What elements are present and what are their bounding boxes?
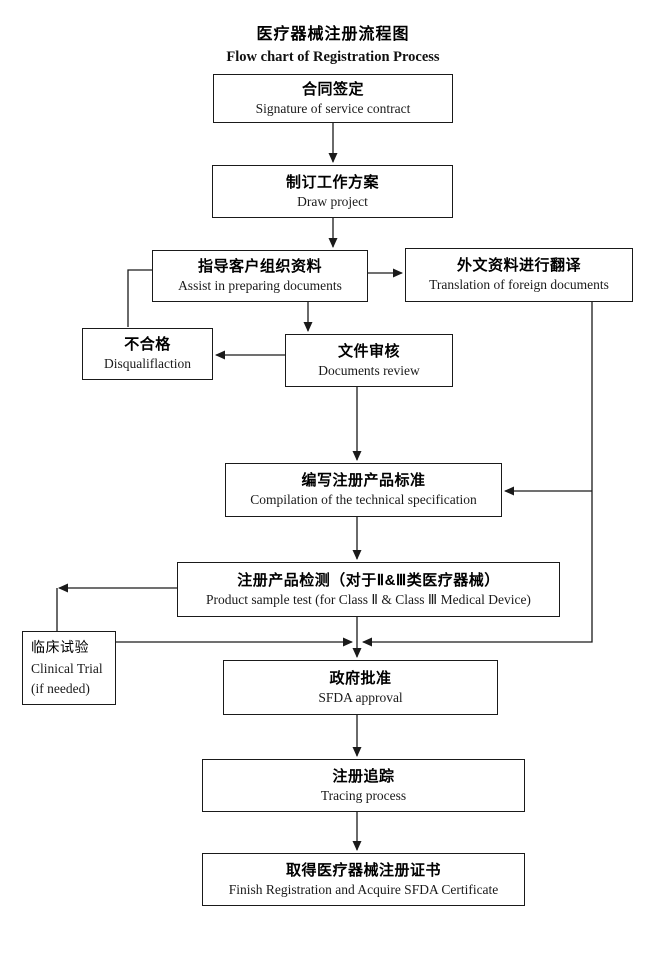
node-clinical-label-en: Clinical Trial: [31, 660, 103, 676]
node-clinical-label-cn: 临床试验: [31, 639, 89, 656]
node-review-label-cn: 文件审核: [337, 342, 400, 360]
node-contract-signature: 合同签定 Signature of service contract: [213, 74, 453, 123]
node-project-label-cn: 制订工作方案: [285, 173, 379, 191]
node-draw-project: 制订工作方案 Draw project: [212, 165, 453, 218]
node-tracing-process: 注册追踪 Tracing process: [202, 759, 525, 812]
node-project-label-en: Draw project: [297, 193, 368, 209]
node-documents-review: 文件审核 Documents review: [285, 334, 453, 387]
node-approval-label-cn: 政府批准: [329, 669, 392, 687]
node-assist-label-cn: 指导客户组织资料: [197, 258, 322, 276]
diagram-title: 医疗器械注册流程图 Flow chart of Registration Pro…: [8, 20, 650, 66]
node-approval-label-en: SFDA approval: [318, 689, 403, 705]
node-disqualification-label-en: Disqualiflaction: [104, 356, 191, 372]
node-review-label-en: Documents review: [318, 362, 420, 378]
node-tracing-label-en: Tracing process: [320, 787, 407, 803]
diagram-title-en: Flow chart of Registration Process: [226, 49, 440, 65]
node-sample-test-label-en: Product sample test (for Class Ⅱ & Class…: [206, 591, 531, 607]
node-compilation-label-en: Compilation of the technical specificati…: [250, 492, 477, 508]
node-contract-label-en: Signature of service contract: [255, 100, 411, 116]
node-acquire-certificate: 取得医疗器械注册证书 Finish Registration and Acqui…: [202, 853, 525, 906]
node-assist-preparing-documents: 指导客户组织资料 Assist in preparing documents: [152, 250, 368, 302]
node-certificate-label-cn: 取得医疗器械注册证书: [285, 861, 441, 879]
diagram-title-cn: 医疗器械注册流程图: [256, 26, 410, 43]
node-sample-test-label-cn: 注册产品检测（对于Ⅱ&Ⅲ类医疗器械）: [237, 571, 500, 589]
node-translation-label-en: Translation of foreign documents: [429, 277, 609, 293]
node-translation-label-cn: 外文资料进行翻译: [456, 257, 581, 275]
node-compilation-label-cn: 编写注册产品标准: [301, 472, 426, 490]
node-contract-label-cn: 合同签定: [301, 80, 364, 98]
node-disqualification: 不合格 Disqualiflaction: [82, 328, 213, 380]
node-disqualification-label-cn: 不合格: [124, 336, 171, 354]
node-clinical-trial: 临床试验 Clinical Trial (if needed): [22, 631, 116, 705]
node-product-sample-test: 注册产品检测（对于Ⅱ&Ⅲ类医疗器械） Product sample test (…: [177, 562, 560, 617]
node-translation-foreign-documents: 外文资料进行翻译 Translation of foreign document…: [405, 248, 633, 302]
node-clinical-label-en2: (if needed): [31, 681, 90, 697]
node-technical-specification: 编写注册产品标准 Compilation of the technical sp…: [225, 463, 502, 517]
node-certificate-label-en: Finish Registration and Acquire SFDA Cer…: [228, 881, 499, 897]
node-assist-label-en: Assist in preparing documents: [178, 278, 342, 294]
node-sfda-approval: 政府批准 SFDA approval: [223, 660, 498, 715]
node-tracing-label-cn: 注册追踪: [332, 767, 395, 785]
